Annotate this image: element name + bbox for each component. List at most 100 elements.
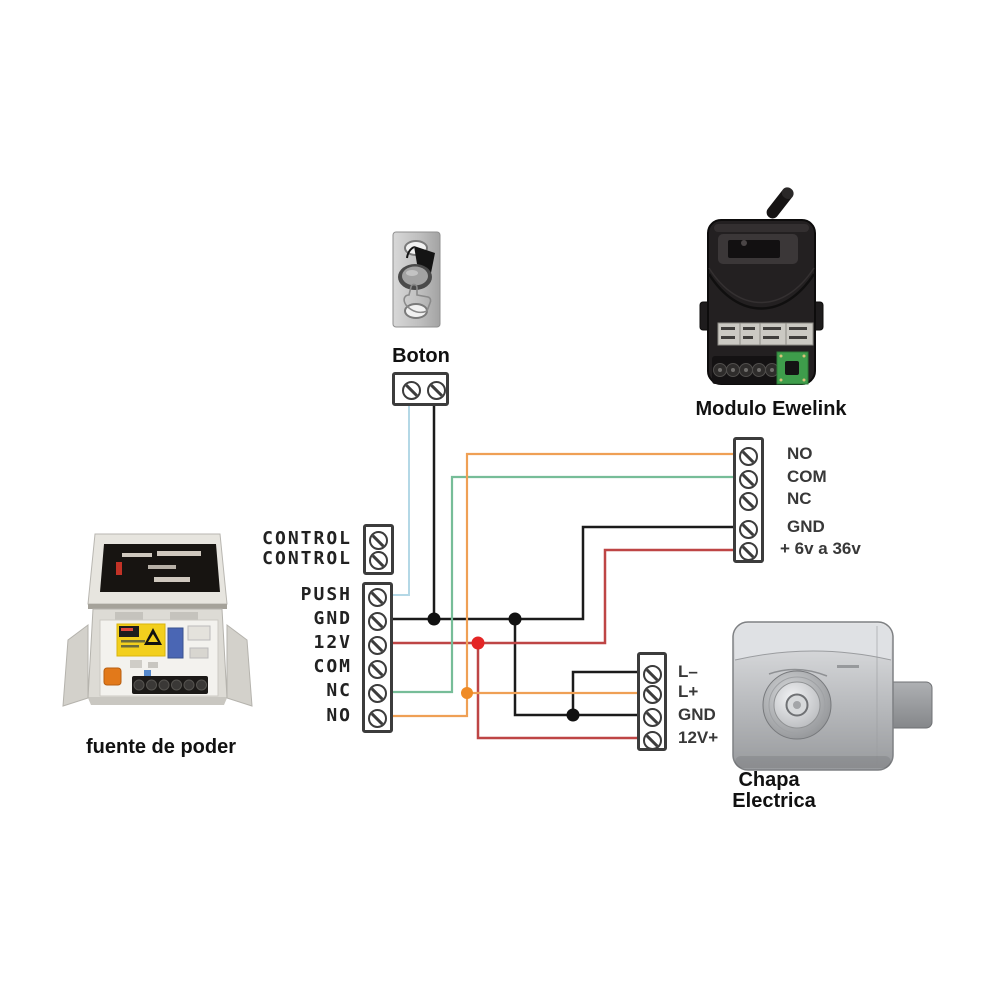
psu-orange-component	[103, 667, 122, 686]
wire-nc-to-com	[393, 475, 733, 694]
screw-terminal	[642, 685, 662, 704]
psu-warning-triangle-inner	[148, 634, 158, 642]
label-chapa-gnd: GND	[678, 705, 716, 724]
psu-capacitor	[144, 670, 151, 677]
screw-terminal	[369, 531, 388, 550]
ewelink-terminal-block	[733, 437, 764, 563]
psu-terminal-screw	[183, 679, 195, 691]
psu-component	[148, 662, 158, 668]
label-gnd: GND	[313, 608, 352, 629]
psu-transformer	[167, 627, 184, 659]
label-ewelink-nc: NC	[787, 489, 812, 508]
psu-terminal-block	[362, 582, 393, 733]
wire-lminus-jumper	[571, 670, 637, 715]
junction-dot-gnd-lminus	[566, 708, 580, 722]
wire-gnd-to-chapa	[513, 619, 637, 717]
screw-terminal	[368, 660, 387, 679]
press-hand-icon	[403, 283, 432, 314]
sticker-text	[763, 336, 779, 339]
fuente-title: fuente de poder	[85, 736, 236, 758]
screw-terminal	[368, 636, 387, 655]
control-terminal-block	[363, 524, 394, 575]
psu-component	[189, 647, 209, 659]
chapa-terminal-block	[637, 652, 667, 751]
psu-sticker-red-text	[121, 628, 133, 631]
screw-terminal	[402, 380, 421, 400]
screw-center	[757, 368, 761, 372]
psu-sticker-line	[121, 640, 145, 643]
pcb-pad	[779, 354, 783, 358]
wire-12v-to-ewelink	[393, 548, 733, 645]
module-pair-button	[785, 361, 799, 375]
screw-terminal	[368, 684, 387, 703]
lock-marking	[837, 665, 859, 668]
label-ewelink-voltage: + 6v a 36v	[780, 539, 861, 558]
screw-terminal	[739, 470, 758, 489]
psu-right-flange	[226, 624, 253, 707]
collar-ring	[768, 676, 826, 734]
psu-panel-red-mark	[116, 562, 122, 575]
sticker-text	[743, 336, 753, 339]
sticker-text	[721, 336, 735, 339]
button-face	[402, 266, 428, 286]
psu-component	[187, 625, 211, 641]
lock-top-face	[735, 624, 891, 660]
psu-terminal-screw	[158, 679, 170, 691]
psu-sticker-label	[119, 626, 139, 637]
screw-terminal	[739, 447, 758, 466]
button-flag-stem	[406, 246, 415, 259]
screw-terminal	[642, 708, 662, 727]
screw-center	[718, 368, 722, 372]
pcb-pad	[779, 378, 783, 382]
wire-12v-to-chapa	[476, 643, 637, 740]
sticker-text	[763, 327, 781, 330]
wire-boton-push	[393, 400, 410, 596]
label-chapa-lplus: L+	[678, 682, 699, 701]
lock-keyhole	[793, 701, 801, 709]
button-flag	[414, 246, 435, 273]
chapa-title-line1: Chapa	[738, 769, 800, 791]
psu-front-lip	[88, 698, 227, 705]
sticker-text	[721, 327, 735, 330]
psu-vent	[170, 612, 198, 620]
module-led	[741, 240, 747, 246]
label-ewelink-com: COM	[787, 467, 827, 486]
boton-terminal-block	[392, 372, 449, 406]
junction-dot-no	[461, 687, 473, 699]
sticker-text	[743, 327, 755, 330]
label-control-1: CONTROL	[262, 528, 352, 549]
screw-terminal	[369, 551, 388, 570]
lock-seam	[734, 650, 892, 661]
screw-terminal	[427, 380, 446, 400]
psu-left-flange	[62, 624, 89, 707]
label-com: COM	[313, 656, 352, 677]
screw-terminal	[642, 731, 662, 750]
pcb-pad	[802, 354, 806, 358]
psu-panel-text	[148, 565, 176, 569]
screw-center	[770, 368, 774, 372]
screw-terminal	[739, 520, 758, 539]
label-chapa-12v: 12V+	[678, 728, 719, 747]
psu-terminal-screw	[133, 679, 145, 691]
psu-terminal-screw	[196, 679, 207, 691]
junction-dot-gnd-boton	[427, 612, 441, 626]
screw-terminal	[739, 542, 758, 561]
label-ewelink-gnd: GND	[787, 517, 825, 536]
label-push: PUSH	[300, 584, 352, 605]
power-supply-photo	[62, 533, 253, 707]
label-ewelink-no: NO	[787, 444, 813, 463]
label-12v: 12V	[313, 632, 352, 653]
screw-terminal	[642, 665, 662, 684]
sticker-text	[789, 327, 807, 330]
pcb-pad	[802, 378, 806, 382]
junction-dot-gnd-branch	[508, 612, 522, 626]
wire-gnd-to-ewelink	[393, 525, 733, 621]
psu-panel-text	[154, 577, 190, 582]
screw-terminal	[739, 492, 758, 511]
module-top-highlight	[714, 224, 809, 232]
button-highlight	[406, 270, 418, 276]
modulo-title: Modulo Ewelink	[695, 398, 847, 420]
psu-panel-text	[157, 551, 201, 556]
